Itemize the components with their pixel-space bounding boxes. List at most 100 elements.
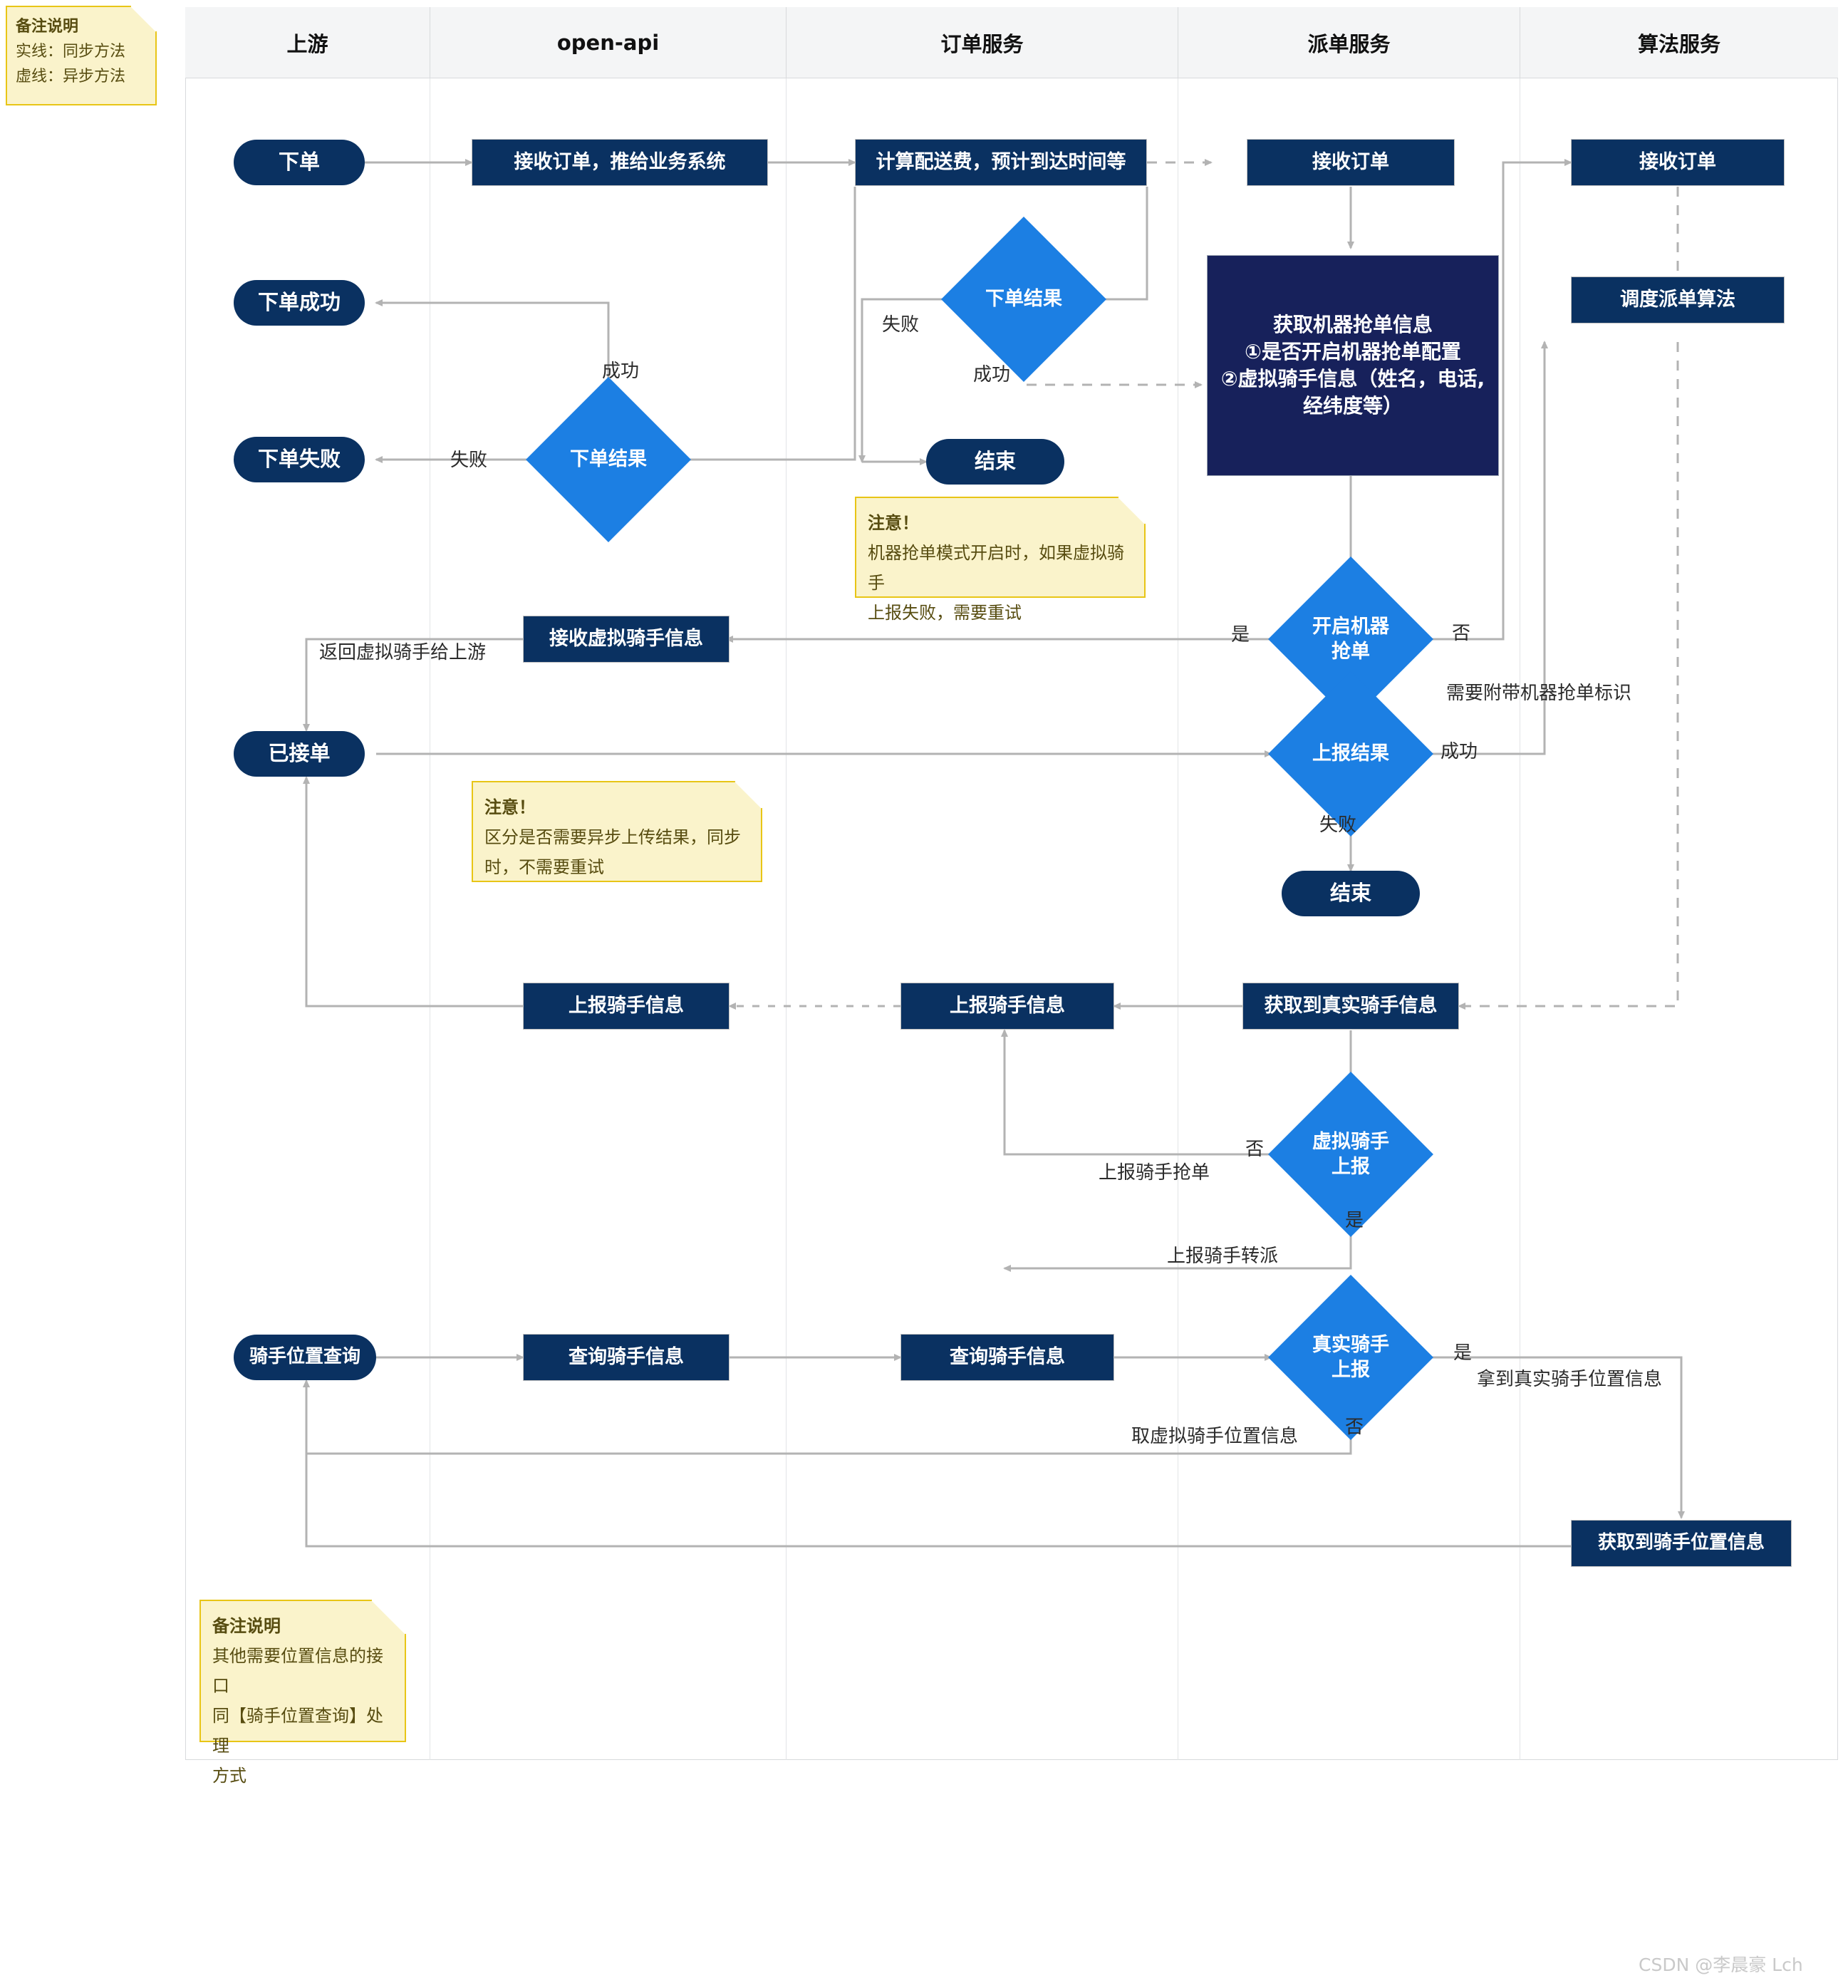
edge-label-report-rider-transfer-text: 上报骑手转派 [1167,1246,1279,1267]
node-end-order[interactable]: 结束 [926,439,1064,485]
node-report-rider-info-order[interactable]: 上报骑手信息 [900,983,1114,1030]
lane-header-order: 订单服务 [787,7,1178,78]
edge-label-yes-robot-text: 是 [1231,624,1250,646]
note-robot-grab: 注意！ 机器抢单模式开启时，如果虚拟骑手 上报失败，需要重试 [855,497,1146,623]
edge-label-report-rider-transfer: 上报骑手转派 [1167,1241,1278,1268]
node-accepted-label: 已接单 [268,741,331,766]
edge-label-report-rider-grab-text: 上报骑手抢单 [1099,1162,1210,1184]
node-report-rider-info-openapi-label: 上报骑手信息 [569,994,684,1017]
node-receive-order-algo[interactable]: 接收订单 [1571,139,1785,186]
edge-label-no-real-text: 否 [1345,1417,1364,1438]
decision-enable-robot-grab[interactable]: 开启机器 抢单 [1268,556,1433,722]
decision-virtual-rider-report-line-2: 上报 [1332,1156,1370,1178]
node-receive-order-algo-label: 接收订单 [1639,150,1716,173]
node-query-rider-info-openapi-label: 查询骑手信息 [569,1345,684,1368]
edge-label-yes-real: 是 [1453,1338,1472,1365]
edge-label-yes-real-text: 是 [1453,1342,1473,1364]
decision-enable-robot-grab-label: 开启机器 抢单 [1292,581,1409,698]
node-get-robot-grab-info-line-4: 经纬度等） [1302,393,1403,418]
node-dispatch-algorithm-label: 调度派单算法 [1620,288,1735,311]
node-order-success-label: 下单成功 [257,290,341,315]
node-end-dispatch-label: 结束 [1329,881,1371,906]
decision-order-result-upstream-label: 下单结果 [570,448,647,471]
note-location-api-line-1: 其他需要位置信息的接口 [212,1646,383,1696]
note-async-upload: 注意！ 区分是否需要异步上传结果，同步 时，不需要重试 [472,781,762,882]
edge-label-get-virtual-location-text: 取虚拟骑手位置信息 [1131,1426,1299,1447]
node-get-real-rider-info-label: 获取到真实骑手信息 [1264,994,1438,1017]
node-receive-order-push-label: 接收订单，推给业务系统 [514,150,726,173]
lane-title-order: 订单服务 [940,31,1024,56]
node-place-order-label: 下单 [278,150,320,175]
note-location-api: 备注说明 其他需要位置信息的接口 同【骑手位置查询】处理 方式 [199,1600,406,1786]
edge-label-need-robot-flag: 需要附带机器抢单标识 [1446,678,1631,705]
note-location-api-line-2: 同【骑手位置查询】处理 [212,1706,383,1756]
edge-label-return-virtual-rider-text: 返回虚拟骑手给上游 [319,642,487,663]
legend-note-line-2: 虚线：异步方法 [16,68,126,86]
node-calc-fee-label: 计算配送费，预计到达时间等 [876,150,1126,173]
decision-virtual-rider-report[interactable]: 虚拟骑手 上报 [1268,1072,1433,1237]
lane-body-algorithm [1520,78,1838,1760]
lane-body-upstream [185,78,430,1760]
decision-order-result-upstream[interactable]: 下单结果 [526,377,691,542]
decision-real-rider-report[interactable]: 真实骑手 上报 [1268,1275,1433,1440]
decision-report-result[interactable]: 上报结果 [1268,671,1433,837]
lane-title-openapi: open-api [556,30,660,55]
node-receive-order-push[interactable]: 接收订单，推给业务系统 [472,139,768,186]
note-async-upload-line-1: 区分是否需要异步上传结果，同步 [484,827,741,847]
edge-label-get-real-location: 拿到真实骑手位置信息 [1477,1365,1662,1391]
note-async-upload-title: 注意！ [484,797,536,817]
node-receive-order-dispatch-label: 接收订单 [1312,150,1389,173]
note-robot-grab-line-1: 机器抢单模式开启时，如果虚拟骑手 [868,543,1124,593]
node-rider-location-query-label: 骑手位置查询 [249,1346,360,1368]
edge-label-fail-report-text: 失败 [1319,814,1357,836]
node-receive-virtual-rider[interactable]: 接收虚拟骑手信息 [523,616,730,663]
node-order-success[interactable]: 下单成功 [234,280,365,326]
node-report-rider-info-order-label: 上报骑手信息 [950,994,1065,1017]
decision-report-result-label: 上报结果 [1312,742,1389,765]
node-query-rider-info-openapi[interactable]: 查询骑手信息 [523,1334,730,1381]
note-location-api-line-3: 方式 [212,1766,246,1786]
node-get-robot-grab-info-line-1: 获取机器抢单信息 [1272,313,1433,337]
node-query-rider-info-order[interactable]: 查询骑手信息 [900,1334,1114,1381]
legend-note-line-1: 实线：同步方法 [16,43,126,61]
decision-real-rider-report-line-1: 真实骑手 [1312,1333,1389,1356]
node-get-robot-grab-info[interactable]: 获取机器抢单信息 ①是否开启机器抢单配置 ②虚拟骑手信息（姓名，电话, 经纬度等… [1207,255,1499,476]
decision-order-result-order-label: 下单结果 [985,288,1062,311]
node-end-dispatch[interactable]: 结束 [1282,871,1420,916]
node-get-robot-grab-info-line-2: ①是否开启机器抢单配置 [1245,340,1461,364]
lane-body-openapi [430,78,787,1760]
node-get-real-rider-info[interactable]: 获取到真实骑手信息 [1242,983,1459,1030]
edge-label-fail-report: 失败 [1319,810,1356,837]
legend-note: 备注说明 实线：同步方法 虚线：异步方法 [6,6,157,105]
node-order-fail-label: 下单失败 [257,447,341,472]
lane-body-order [787,78,1178,1760]
node-accepted[interactable]: 已接单 [234,731,365,777]
decision-real-rider-report-line-2: 上报 [1332,1359,1370,1381]
note-robot-grab-title: 注意！ [868,513,919,533]
decision-order-result-order[interactable]: 下单结果 [941,217,1106,382]
edge-label-fail-1: 失败 [450,445,487,472]
node-rider-location-query[interactable]: 骑手位置查询 [234,1335,376,1380]
node-dispatch-algorithm[interactable]: 调度派单算法 [1571,276,1785,323]
edge-label-yes-virtual-text: 是 [1345,1210,1364,1231]
node-receive-order-dispatch[interactable]: 接收订单 [1247,139,1455,186]
decision-real-rider-report-label: 真实骑手 上报 [1292,1299,1409,1416]
edge-label-success-report: 成功 [1440,737,1478,763]
lane-header-openapi: open-api [430,7,787,78]
edge-label-yes-robot: 是 [1231,620,1250,646]
node-get-robot-grab-info-line-3: ②虚拟骑手信息（姓名，电话, [1220,367,1485,390]
note-location-api-title: 备注说明 [212,1616,281,1636]
node-report-rider-info-openapi[interactable]: 上报骑手信息 [523,983,730,1030]
legend-note-title: 备注说明 [16,18,79,36]
node-calc-fee[interactable]: 计算配送费，预计到达时间等 [855,139,1147,186]
node-end-order-label: 结束 [974,449,1016,474]
lane-title-upstream: 上游 [286,31,328,56]
node-place-order[interactable]: 下单 [234,140,365,185]
node-get-rider-location-info[interactable]: 获取到骑手位置信息 [1571,1520,1792,1567]
edge-label-success-2: 成功 [973,360,1010,386]
decision-virtual-rider-report-line-1: 虚拟骑手 [1312,1130,1389,1153]
node-order-fail[interactable]: 下单失败 [234,437,365,482]
lane-title-dispatch: 派单服务 [1307,31,1391,56]
lane-title-algorithm: 算法服务 [1637,31,1720,56]
